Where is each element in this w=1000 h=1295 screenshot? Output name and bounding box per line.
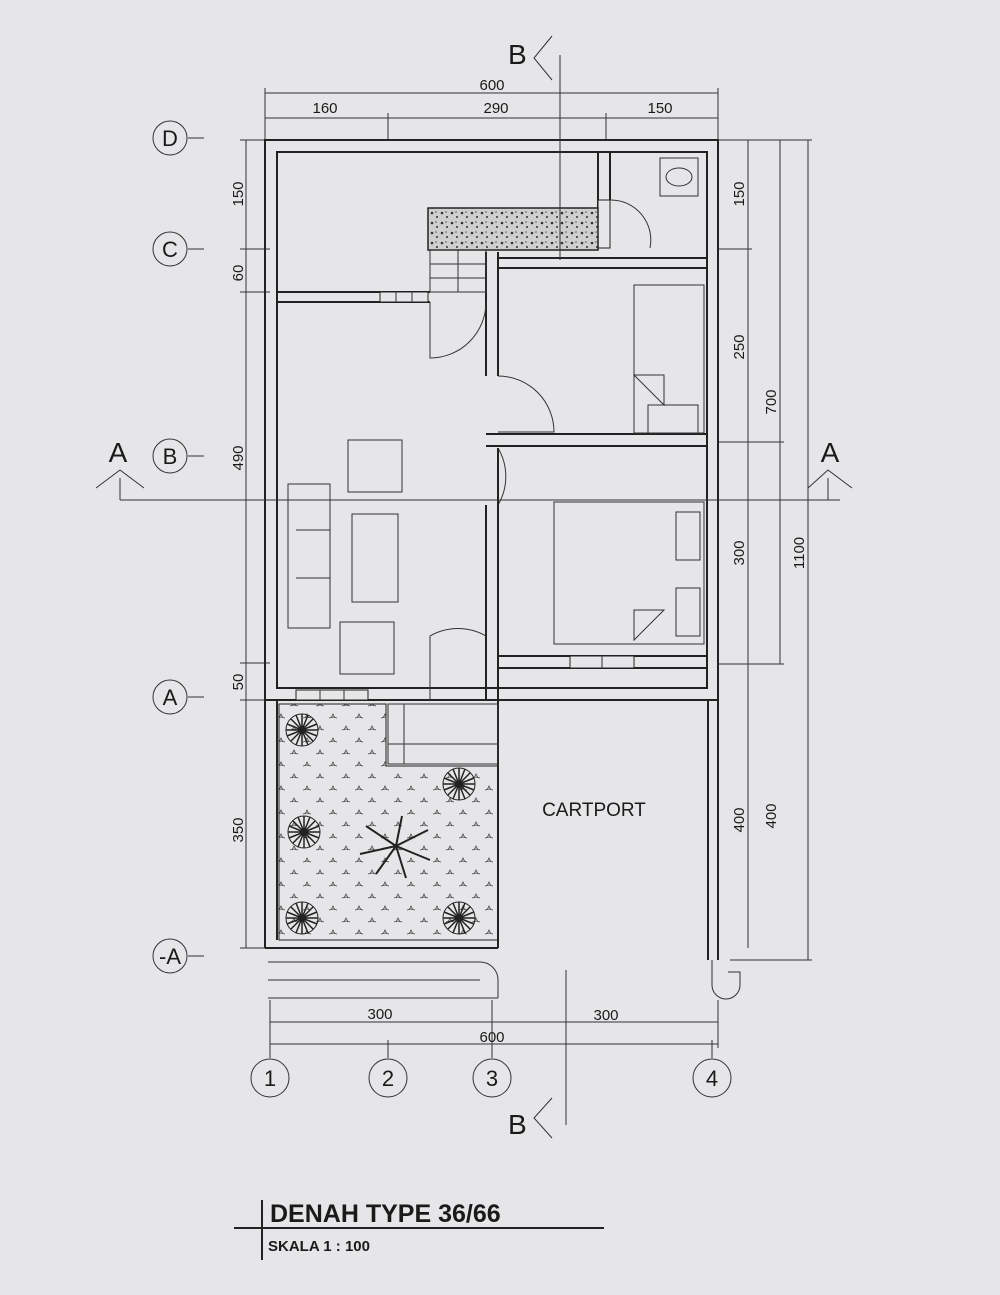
dim-right-4: 400 [731, 807, 748, 832]
grid-label-a: A [163, 685, 178, 710]
grid-axis-row-minus-a: -A [152, 938, 204, 974]
right-dimension-lines: 150 250 300 400 700 400 1100 [718, 139, 812, 961]
section-label-a-right: A [821, 437, 840, 468]
grid-label-minus-a: -A [159, 944, 181, 969]
section-line-b: B B [508, 35, 567, 1140]
grid-axis-row-b: B [152, 438, 204, 474]
top-dimension-lines: 600 160 290 150 [264, 77, 719, 140]
grid-axis-row-a: A [152, 679, 204, 715]
sofa-set-icon [287, 439, 403, 675]
dim-left-5: 350 [230, 817, 247, 842]
dim-left-1: 150 [230, 181, 247, 206]
grid-label-2: 2 [382, 1066, 394, 1091]
dim-bottom-total: 600 [479, 1029, 504, 1046]
dim-top-3: 150 [647, 100, 672, 117]
bottom-dimension-lines: 300 300 600 [269, 1000, 719, 1048]
dim-right-carport: 400 [763, 803, 780, 828]
dim-right-total-inner: 700 [763, 389, 780, 414]
grid-label-4: 4 [706, 1066, 718, 1091]
bed-double-icon [553, 501, 705, 645]
dim-top-total: 600 [479, 77, 504, 94]
grid-axis-col-2: 2 [368, 1040, 408, 1098]
grid-axis-row-c: C [152, 231, 204, 267]
dim-left-2: 60 [230, 265, 247, 282]
dim-right-3: 300 [731, 540, 748, 565]
bed-single-icon [632, 284, 705, 434]
dim-left-4: 50 [230, 674, 247, 691]
section-label-a-left: A [109, 437, 128, 468]
room-label-carport: CARTPORT [542, 800, 646, 821]
dim-bottom-1: 300 [367, 1006, 392, 1023]
front-steps [387, 703, 499, 765]
dim-left-3: 490 [230, 445, 247, 470]
section-line-a: A A [95, 437, 853, 501]
kitchen-counter [427, 207, 599, 251]
dim-top-2: 290 [483, 100, 508, 117]
section-label-b-bottom: B [508, 1109, 527, 1140]
grid-axis-row-d: D [152, 120, 204, 156]
grid-label-3: 3 [486, 1066, 498, 1091]
dim-right-1: 150 [731, 181, 748, 206]
toilet-icon [659, 157, 699, 197]
dim-right-2: 250 [731, 334, 748, 359]
grid-axis-col-3: 3 [472, 1040, 512, 1098]
dim-right-total-outer: 1100 [791, 537, 808, 569]
front-curb [268, 960, 741, 1000]
front-garden [278, 703, 499, 941]
section-label-b-top: B [508, 39, 527, 70]
dim-top-1: 160 [312, 100, 337, 117]
title-block: DENAH TYPE 36/66 SKALA 1 : 100 [234, 1200, 604, 1260]
grid-label-d: D [162, 126, 178, 151]
doors [429, 199, 652, 700]
grid-label-b: B [163, 444, 178, 469]
grid-axis-col-4: 4 [692, 1040, 732, 1098]
drawing-scale: SKALA 1 : 100 [268, 1238, 370, 1255]
grid-label-1: 1 [264, 1066, 276, 1091]
back-steps [429, 249, 487, 293]
windows [295, 199, 635, 701]
dim-bottom-2: 300 [593, 1007, 618, 1024]
grid-label-c: C [162, 237, 178, 262]
drawing-title: DENAH TYPE 36/66 [270, 1200, 501, 1228]
grid-axis-col-1: 1 [250, 1040, 290, 1098]
